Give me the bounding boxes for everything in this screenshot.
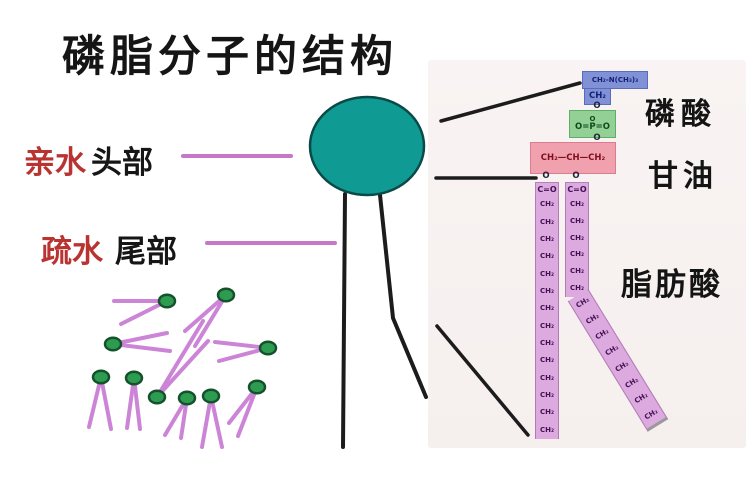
micelle-tail <box>111 342 172 353</box>
micelle-head <box>177 390 197 406</box>
micelle-tail <box>132 376 142 431</box>
chain-unit: CH₂ <box>623 375 640 390</box>
ester-group-box: C=O <box>535 182 559 197</box>
chain-unit: CH₂ <box>643 407 660 422</box>
chain-unit: CH₂ <box>584 311 601 326</box>
choline-group-box: CH₂-N(CH₃)₃ <box>582 71 648 89</box>
chain-unit: CH₂ <box>539 200 555 209</box>
chain-unit: CH₂ <box>539 234 555 243</box>
chain-unit: CH₂ <box>539 356 555 365</box>
chain-unit: CH₂ <box>633 391 650 406</box>
micelle-tail <box>183 293 228 333</box>
hydrophilic-label-red: 亲水 <box>24 145 86 181</box>
micelle-tail <box>155 339 210 399</box>
micelle-head <box>247 379 267 395</box>
oxygen-atom: O <box>572 171 580 181</box>
chain-unit: CH₂ <box>539 286 555 295</box>
model-tail-line <box>378 193 428 399</box>
micelle-head <box>124 370 144 386</box>
chain-unit: CH₂ <box>539 269 555 278</box>
hydrophobic-label-red: 疏水 <box>41 234 103 270</box>
oxygen-atom: O <box>542 171 550 181</box>
phosphate-top-oxygen: O <box>589 115 596 124</box>
chain-unit: CH₂ <box>539 217 555 226</box>
micelle-head <box>91 369 111 385</box>
glycerol-label: 甘油 <box>648 159 718 194</box>
chain-unit: CH₂ <box>569 267 585 276</box>
fatty-acid-chain-left: CH₂ CH₂ CH₂ CH₂ CH₂ CH₂ CH₂ CH₂ CH₂ CH₂ CH₂ CH₂ CH₂ C… <box>535 196 559 439</box>
chain-unit: CH₂ <box>613 359 630 374</box>
phosphate-row: O=P=O <box>575 122 610 133</box>
fatty-acid-chain-right-vertical: CH₂ CH₂ CH₂ CH₂ CH₂ CH₂ <box>565 196 589 297</box>
micelle-tail <box>125 376 136 430</box>
hydrophilic-head-label: 亲水头部 <box>24 137 153 182</box>
chain-unit: CH₂ <box>574 295 591 310</box>
glycerol-group-box: CH₂—CH—CH₂ <box>530 142 616 174</box>
oxygen-atom: O <box>593 133 601 143</box>
hydrophobic-tail-label: 疏水尾部 <box>41 226 177 271</box>
structure-pointer-line <box>435 324 530 437</box>
micelle-tail <box>111 331 169 346</box>
chain-unit: CH₂ <box>539 390 555 399</box>
ester-group-box: C=O <box>565 182 589 197</box>
chain-unit: CH₂ <box>539 408 555 417</box>
fatty-acid-label: 脂肪酸 <box>621 267 723 303</box>
chain-unit: CH₂ <box>539 373 555 382</box>
structure-pointer-line <box>439 81 582 123</box>
hydrophilic-label-black: 头部 <box>91 145 153 181</box>
micelle-head <box>216 287 236 303</box>
chain-unit: CH₂ <box>594 327 611 342</box>
micelle-tail <box>193 293 228 348</box>
micelle-head <box>201 388 221 404</box>
page-title: 磷脂分子的结构 <box>62 32 398 82</box>
micelle-tail <box>209 394 224 449</box>
chain-unit: CH₂ <box>539 304 555 313</box>
chain-unit: CH₂ <box>569 199 585 208</box>
phosphate-group-box: O O=P=O <box>569 110 616 138</box>
chain-unit: CH₂ <box>539 338 555 347</box>
chain-unit: CH₂ <box>539 321 555 330</box>
chain-unit: CH₂ <box>603 343 621 358</box>
model-head-circle <box>308 95 426 197</box>
micelle-tail <box>155 319 205 399</box>
chain-unit: CH₂ <box>569 216 585 225</box>
model-tail-line <box>341 192 347 449</box>
chain-unit: CH₂ <box>539 252 555 261</box>
oxygen-atom: O <box>593 101 601 111</box>
micelle-tail <box>99 375 113 431</box>
phosphate-label: 磷酸 <box>645 97 717 132</box>
chain-unit: CH₂ <box>569 233 585 242</box>
hydrophobic-label-black: 尾部 <box>115 234 177 270</box>
micelle-tail <box>200 394 213 449</box>
ch2-group-box: CH₂ <box>584 88 611 105</box>
micelle-head <box>157 293 177 309</box>
micelle-head <box>258 340 278 356</box>
chain-unit: CH₂ <box>569 250 585 259</box>
chain-unit: CH₂ <box>569 284 585 293</box>
micelle-head <box>103 336 123 352</box>
chain-unit: CH₂ <box>539 425 555 434</box>
micelle-tail <box>236 385 259 438</box>
micelle-head <box>147 389 167 405</box>
micelle-tail <box>87 375 103 429</box>
